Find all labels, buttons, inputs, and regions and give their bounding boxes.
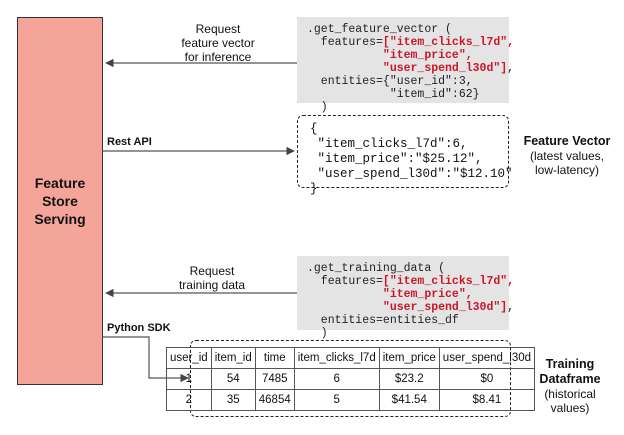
table-cell: $0 [438, 367, 536, 390]
code-features-suffix: , [507, 301, 515, 314]
code-features-prefix: features= [307, 36, 383, 49]
request-training-label: Request training data [178, 264, 246, 292]
table-cell: 46854 [254, 388, 295, 411]
code-features-suffix: , [507, 62, 515, 75]
table-header-row: user_id item_id time item_clicks_l7d ite… [165, 346, 536, 369]
column-header: user_id [165, 346, 212, 369]
table-cell: $41.54 [378, 388, 440, 411]
code-entities: entities=entities_df [307, 314, 459, 327]
code-feature-3: "user_spend_l30d"] [382, 301, 508, 314]
column-header: item_id [210, 346, 256, 369]
table-cell: 2 [165, 388, 212, 411]
rest-api-label: Rest API [107, 136, 152, 148]
column-header: item_price [378, 346, 440, 369]
training-dataframe-title: Training Dataframe [539, 357, 601, 386]
feature-vector-caption: Feature Vector (latest values, low-laten… [512, 134, 622, 177]
table-cell: 6 [293, 367, 380, 390]
get-feature-vector-code: .get_feature_vector ( features=["item_cl… [297, 17, 514, 114]
code-features-prefix: features= [307, 275, 383, 288]
training-dataframe-box: user_id item_id time item_clicks_l7d ite… [165, 340, 536, 417]
code-close: ) [307, 101, 328, 114]
feature-store-serving-box: Feature Store Serving [17, 17, 103, 385]
feature-vector-json: { "item_clicks_l7d":6, "item_price":"$25… [310, 122, 513, 196]
column-header: item_clicks_l7d [293, 346, 380, 369]
table-cell: 7485 [254, 367, 295, 390]
code-feature-2: "item_price", [382, 288, 473, 301]
request-vector-label: Request feature vector for inference [181, 22, 255, 64]
code-feature-3: "user_spend_l30d"] [382, 62, 508, 75]
feature-vector-box: { "item_clicks_l7d":6, "item_price":"$25… [297, 115, 513, 196]
feature-vector-title: Feature Vector [523, 134, 611, 148]
code-entities-2: "item_id":62} [307, 88, 480, 101]
training-dataframe-caption: Training Dataframe (historical values) [520, 357, 620, 415]
table-cell: $8.41 [438, 388, 536, 411]
training-dataframe-subtitle: (historical values) [544, 387, 596, 415]
column-header: user_spend_l30d [438, 346, 536, 369]
get-training-data-code: .get_training_data ( features=["item_cli… [297, 256, 514, 340]
table-cell: 54 [210, 367, 256, 390]
code-entities-1: entities={"user_id":3, [307, 75, 473, 88]
table-cell: $23.2 [378, 367, 440, 390]
code-line: .get_feature_vector ( [307, 23, 452, 36]
table-row: 1 54 7485 6 $23.2 $0 [165, 367, 536, 390]
table-cell: 5 [293, 388, 380, 411]
table-cell: 35 [210, 388, 256, 411]
code-close: ) [307, 327, 328, 340]
python-sdk-label: Python SDK [107, 322, 171, 334]
code-feature-1: ["item_clicks_l7d", [382, 275, 515, 288]
code-feature-2: "item_price", [382, 49, 473, 62]
code-feature-1: ["item_clicks_l7d", [382, 36, 515, 49]
table-cell: 1 [165, 367, 212, 390]
feature-store-title: Feature Store Serving [34, 175, 86, 227]
code-line: .get_training_data ( [307, 262, 446, 275]
column-header: time [254, 346, 295, 369]
training-table: user_id item_id time item_clicks_l7d ite… [165, 346, 536, 411]
feature-vector-subtitle: (latest values, low-latency) [529, 149, 605, 177]
table-row: 2 35 46854 5 $41.54 $8.41 [165, 388, 536, 411]
